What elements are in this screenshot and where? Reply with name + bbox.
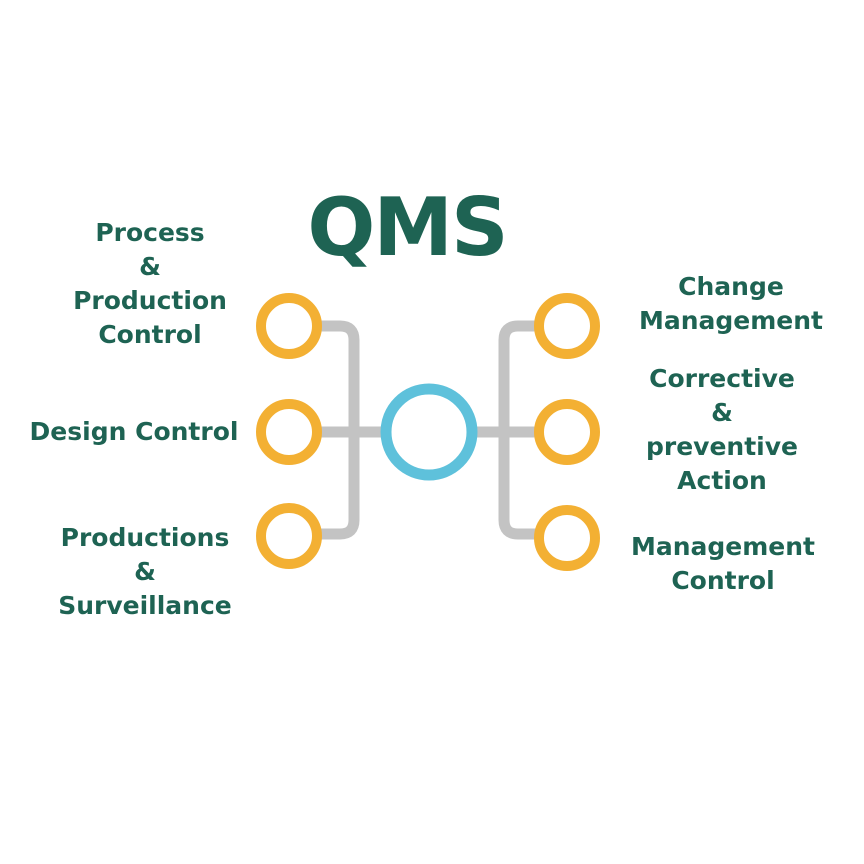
label-line: & <box>134 557 156 586</box>
label-line: & <box>711 398 733 427</box>
center-node <box>380 383 478 481</box>
label-change-management: Change Management <box>616 270 846 338</box>
label-line: Production <box>73 286 227 315</box>
label-line: Management <box>638 306 824 335</box>
right-node-2 <box>534 399 600 465</box>
label-productions-surveillance: Productions & Surveillance <box>34 521 256 623</box>
label-design-control: Design Control <box>14 415 254 449</box>
right-node-3 <box>534 505 600 571</box>
label-line: Control <box>98 320 202 349</box>
label-line: Design Control <box>29 417 239 446</box>
left-node-3 <box>256 503 322 569</box>
right-node-1 <box>534 293 600 359</box>
label-line: Control <box>671 566 775 595</box>
label-line: Change <box>678 272 784 301</box>
label-line: preventive <box>645 432 798 461</box>
label-process-production-control: Process & Production Control <box>40 216 260 352</box>
label-line: Action <box>677 466 767 495</box>
diagram-title: QMS <box>307 181 508 274</box>
label-line: Process <box>95 218 205 247</box>
label-line: Corrective <box>649 364 795 393</box>
left-node-1 <box>256 293 322 359</box>
label-line: Productions <box>60 523 230 552</box>
label-line: Management <box>630 532 816 561</box>
label-line: Surveillance <box>58 591 232 620</box>
label-line: & <box>139 252 161 281</box>
label-management-control: Management Control <box>612 530 834 598</box>
left-node-2 <box>256 399 322 465</box>
label-corrective-preventive-action: Corrective & preventive Action <box>612 362 832 498</box>
